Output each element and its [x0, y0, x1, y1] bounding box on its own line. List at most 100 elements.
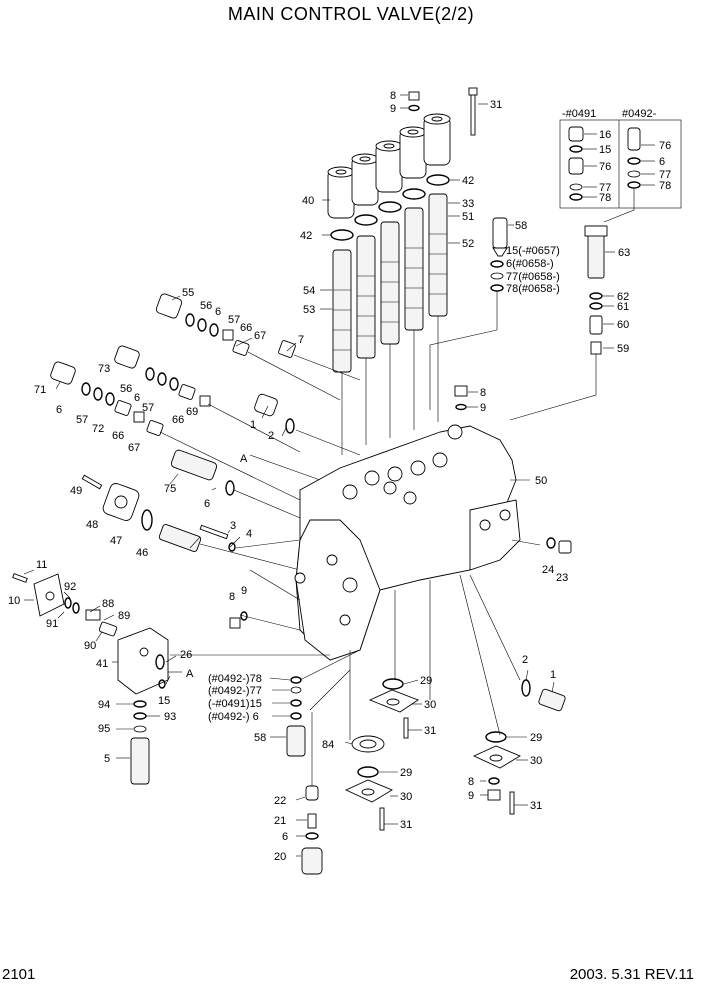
callout-56: 56 — [200, 300, 212, 312]
callout-78v: 78(#0658-) — [506, 283, 560, 295]
callout-55: 55 — [182, 287, 194, 299]
page-title: MAIN CONTROL VALVE(2/2) — [227, 4, 475, 24]
callout-7: 7 — [298, 334, 304, 346]
callout-56b: 56 — [120, 383, 132, 395]
callout-47: 47 — [110, 535, 122, 547]
callout-67: 67 — [254, 330, 266, 342]
callout-9: 9 — [390, 103, 396, 115]
callout-88: 88 — [102, 598, 114, 610]
callout-21: 21 — [274, 815, 286, 827]
callout-52: 52 — [462, 238, 474, 250]
oring-15-icon — [569, 145, 583, 153]
callout-6c: 6 — [56, 404, 62, 416]
callout-6e: 6 — [282, 831, 288, 843]
callout-6v: 6(#0658-) — [506, 258, 554, 270]
callout-6: 6 — [215, 306, 221, 318]
page-number: 2101 — [2, 966, 36, 983]
callout-72: 72 — [92, 423, 104, 435]
callout-30a: 30 — [424, 699, 436, 711]
callout-66: 66 — [240, 322, 252, 334]
callout-20: 20 — [274, 851, 286, 863]
callout-6d: 6 — [204, 498, 210, 510]
label-76: 76 — [599, 161, 611, 173]
callout-94: 94 — [98, 699, 110, 711]
callout-8b: 8 — [480, 387, 486, 399]
callout-10: 10 — [8, 595, 20, 607]
callout-s6: (#0492-) 6 — [208, 711, 259, 723]
label-15: 15 — [599, 144, 611, 156]
variant-inset: -#0491 #0492- 16 15 76 77 78 76 6 77 78 — [559, 108, 682, 223]
callout-8d: 8 — [468, 776, 474, 788]
callout-59: 59 — [617, 343, 629, 355]
callout-46: 46 — [136, 547, 148, 559]
callout-89: 89 — [118, 610, 130, 622]
left-lower-group — [12, 569, 248, 785]
callout-29c: 29 — [530, 732, 542, 744]
label-76b: 76 — [659, 140, 671, 152]
right-small-parts — [429, 217, 615, 421]
callout-30b: 30 — [400, 791, 412, 803]
callout-60: 60 — [617, 319, 629, 331]
callout-A: A — [240, 453, 248, 465]
callout-66c: 66 — [172, 414, 184, 426]
part-76-icon — [568, 157, 584, 175]
callout-58: 58 — [515, 220, 527, 232]
callout-8c: 8 — [229, 591, 235, 603]
bottom-covers — [344, 678, 528, 831]
callout-41: 41 — [96, 658, 108, 670]
callout-95: 95 — [98, 723, 110, 735]
right-body-parts — [521, 537, 572, 712]
label-16: 16 — [599, 129, 611, 141]
callout-30c: 30 — [530, 755, 542, 767]
callout-63: 63 — [618, 247, 630, 259]
revision-date: 2003. 5.31 REV.11 — [569, 966, 694, 983]
callout-54: 54 — [303, 285, 315, 297]
label-77: 77 — [599, 182, 611, 194]
stack-parts — [269, 676, 323, 875]
callout-A2: A — [186, 668, 194, 680]
callout-93: 93 — [164, 711, 176, 723]
callout-57c: 57 — [76, 414, 88, 426]
callout-49: 49 — [70, 485, 82, 497]
callout-9c: 9 — [241, 585, 247, 597]
callout-26: 26 — [180, 649, 192, 661]
callout-5: 5 — [104, 753, 110, 765]
callout-15v: 15(-#0657) — [506, 245, 560, 257]
callout-62: 62 — [617, 291, 629, 303]
callout-22: 22 — [274, 795, 286, 807]
callout-31c: 31 — [400, 819, 412, 831]
callout-29a: 29 — [420, 675, 432, 687]
callout-92: 92 — [64, 581, 76, 593]
label-78: 78 — [599, 192, 611, 204]
callout-61: 61 — [617, 301, 629, 313]
callout-2: 2 — [268, 430, 274, 442]
callout-29b: 29 — [400, 767, 412, 779]
callout-31d: 31 — [530, 800, 542, 812]
ring-77-icon — [569, 183, 583, 191]
callout-6b: 6 — [134, 392, 140, 404]
callout-71: 71 — [34, 384, 46, 396]
callout-58b: 58 — [254, 732, 266, 744]
callout-50: 50 — [535, 475, 547, 487]
label-78b: 78 — [659, 180, 671, 192]
callout-73: 73 — [98, 363, 110, 375]
callout-66b: 66 — [112, 430, 124, 442]
callout-69: 69 — [186, 406, 198, 418]
label-6: 6 — [659, 156, 665, 168]
callout-8: 8 — [390, 90, 396, 102]
callout-s15: (-#0491)15 — [208, 698, 262, 710]
callout-90: 90 — [84, 640, 96, 652]
callout-3: 3 — [230, 520, 236, 532]
callout-53: 53 — [303, 304, 315, 316]
callout-9b: 9 — [480, 402, 486, 414]
callout-40: 40 — [302, 195, 314, 207]
left-plug-parts — [50, 293, 361, 571]
inset-header-right: #0492- — [622, 108, 657, 120]
valve-body — [170, 424, 541, 740]
callout-1b: 1 — [550, 669, 556, 681]
callout-57: 57 — [228, 314, 240, 326]
callout-67b: 67 — [128, 442, 140, 454]
spool-assembly — [320, 87, 488, 455]
callout-s77: (#0492-)77 — [208, 685, 262, 697]
